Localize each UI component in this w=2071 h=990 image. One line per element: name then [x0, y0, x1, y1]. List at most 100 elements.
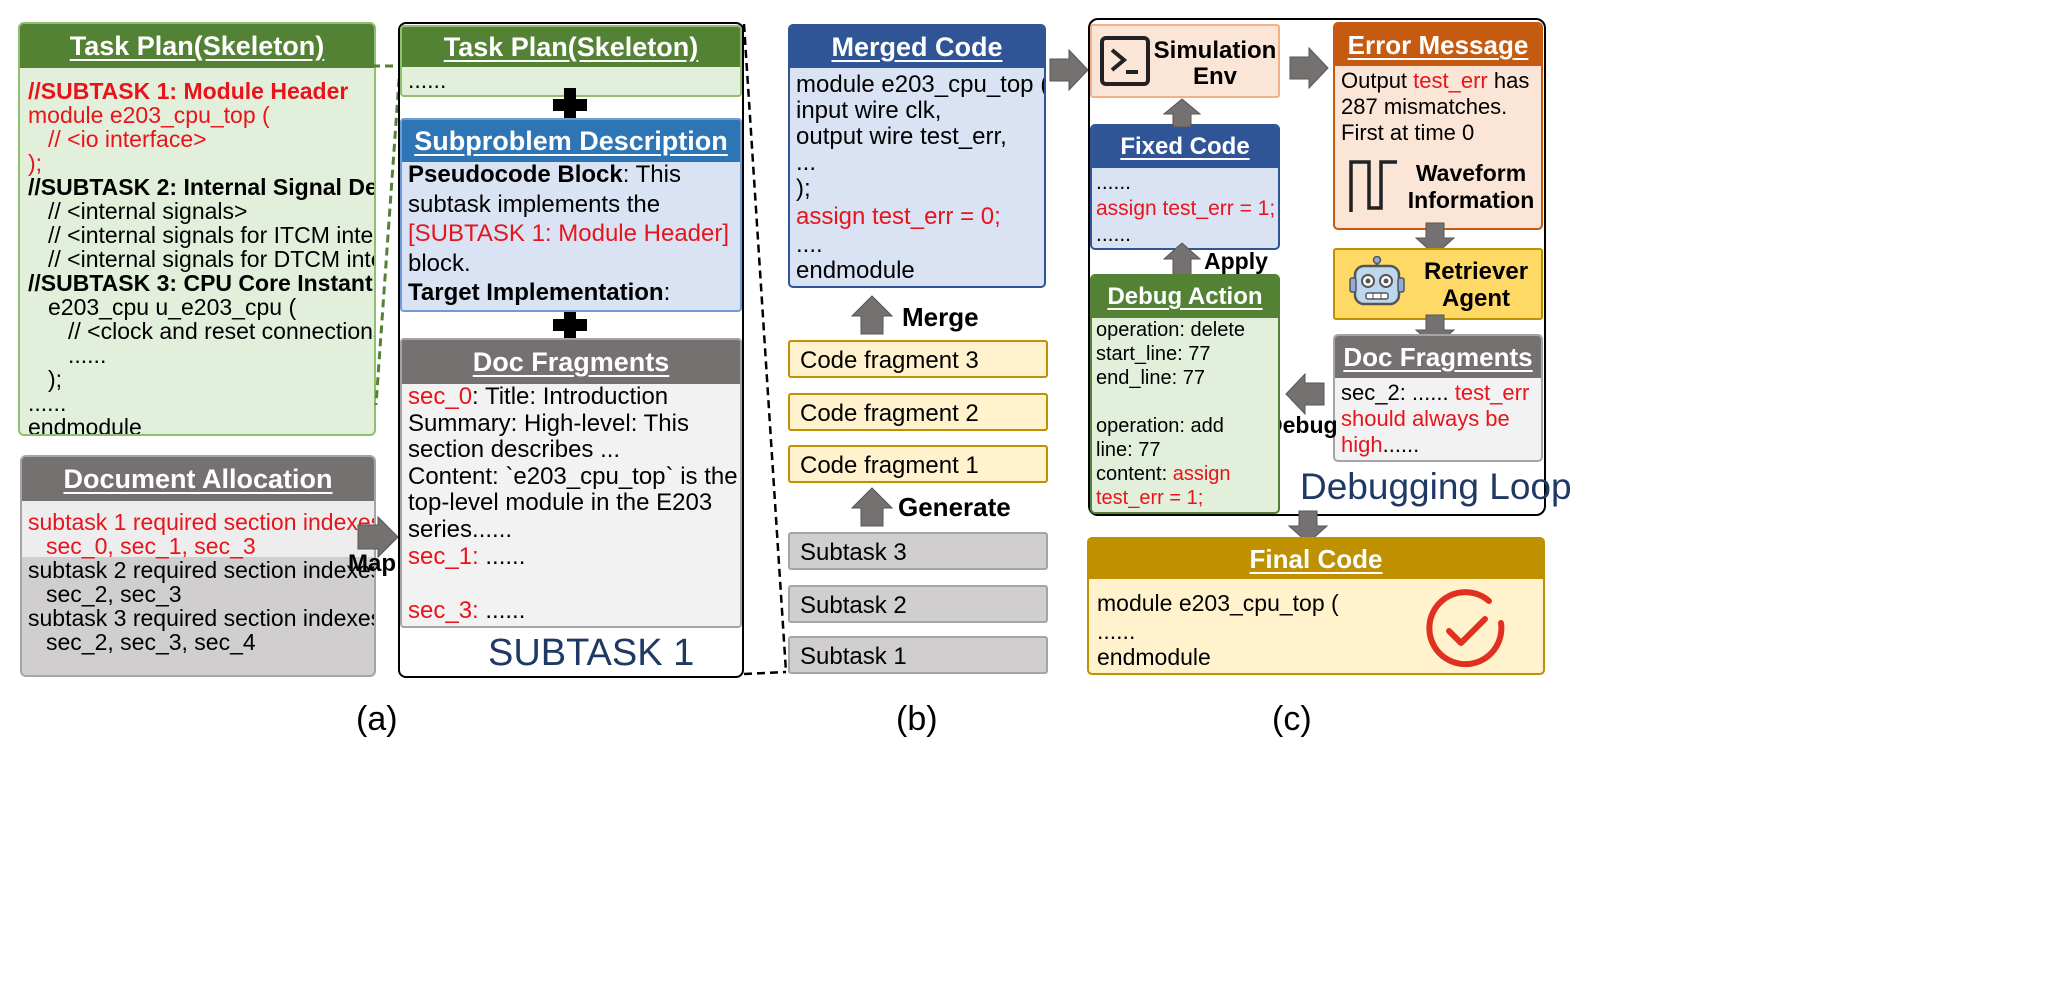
allocation-line: sec_2, sec_3, sec_4: [46, 629, 256, 655]
allocation-line: sec_0, sec_1, sec_3: [46, 533, 256, 559]
debug-line: start_line: 77: [1096, 343, 1211, 365]
merged-line: ....: [796, 231, 823, 258]
skeleton-line: );: [28, 150, 43, 176]
loop-doc-title: Doc Fragments: [1335, 336, 1541, 378]
subproblem-title: Subproblem Description: [402, 120, 740, 162]
skeleton-line: e203_cpu u_e203_cpu (: [48, 294, 297, 320]
error-signal: test_err: [1413, 68, 1488, 93]
debug-line: operation: add: [1096, 415, 1224, 437]
fixed-line: ......: [1096, 223, 1132, 246]
sim-env-box: Simulation Env: [1090, 24, 1280, 98]
sec1-label: sec_1:: [408, 543, 479, 570]
skeleton-line: //SUBTASK 1: Module Header: [28, 78, 349, 104]
subtask-skeleton-box: Task Plan(Skeleton) ......: [400, 25, 742, 97]
skeleton-line: // <io interface>: [48, 126, 207, 152]
content-text: Content: `e203_cpu_top` is the top-level…: [408, 462, 738, 543]
merged-code-title: Merged Code: [790, 26, 1044, 68]
sim-env-line1: Simulation: [1153, 37, 1277, 64]
merged-code-box: Merged Code module e203_cpu_top ( input …: [788, 24, 1046, 288]
subtask-strip-3: Subtask 3: [788, 532, 1048, 570]
error-to-retriever-arrow-icon: [1415, 222, 1455, 256]
debug-line: test_err = 1;: [1096, 487, 1204, 509]
loop-doc-text-a: sec_2: ......: [1341, 380, 1455, 405]
error-text-b: has 287 mismatches. First at time 0: [1341, 68, 1530, 145]
skeleton-line: //SUBTASK 3: CPU Core Instantiation: [28, 270, 374, 296]
robot-icon: [1349, 256, 1405, 306]
skeleton-line: // <internal signals for ITCM interface>: [48, 222, 374, 248]
pseudocode-label: Pseudocode Block: [408, 161, 623, 188]
caption-c: (c): [1272, 700, 1312, 738]
waveform-label: Waveform Information: [1401, 160, 1541, 214]
terminal-icon: [1100, 36, 1150, 86]
subtask-strip-2: Subtask 2: [788, 585, 1048, 623]
to-final-arrow-icon: [1288, 510, 1328, 544]
retriever-line1: Retriever: [1423, 258, 1529, 285]
merged-line: module e203_cpu_top (: [796, 71, 1046, 98]
allocation-line: subtask 1 required section indexes:: [28, 509, 376, 535]
allocation-line: sec_2, sec_3: [46, 581, 182, 607]
loop-doc-red: test_err should always be high: [1341, 380, 1530, 457]
sec3-text: ......: [478, 597, 526, 624]
error-text: Output test_err has 287 mismatches. Firs…: [1341, 68, 1539, 146]
debug-content-label: content:: [1096, 463, 1173, 485]
error-box: Error Message Output test_err has 287 mi…: [1333, 22, 1543, 230]
debug-action-title: Debug Action: [1092, 276, 1278, 318]
merged-line: input wire clk,: [796, 97, 942, 124]
subtask-strip-1: Subtask 1: [788, 636, 1048, 674]
debug-line: content: assign: [1096, 462, 1231, 486]
skeleton-line: // <internal signals>: [48, 198, 248, 224]
to-error-arrow-icon: [1289, 46, 1329, 90]
plus-icon: [553, 88, 587, 122]
debug-action-box: Debug Action operation: delete start_lin…: [1090, 274, 1280, 514]
sim-env-line2: Env: [1192, 63, 1237, 90]
error-title: Error Message: [1335, 24, 1541, 66]
skeleton-line: ......: [28, 390, 67, 416]
skeleton-line: );: [48, 366, 63, 392]
final-line: module e203_cpu_top (: [1097, 590, 1339, 616]
subproblem-box: Subproblem Description Pseudocode Block:…: [400, 118, 742, 312]
allocation-box: Document Allocation subtask 1 required s…: [20, 455, 376, 677]
fixed-to-sim-arrow-icon: [1163, 98, 1201, 128]
sec0-label: sec_0: [408, 383, 473, 410]
target-text: : Define the complete module header.....…: [408, 279, 707, 310]
debug-line: operation: delete: [1096, 319, 1246, 341]
pseudocode-text-end: block.: [408, 249, 471, 277]
allocation-title: Document Allocation: [22, 457, 374, 501]
dashed-connector-green: [372, 64, 402, 406]
pseudocode-text: : This subtask implements the: [408, 161, 681, 218]
summary-text: Summary: High-level: This section descri…: [408, 409, 689, 463]
map-arrow-icon: [357, 515, 399, 559]
to-sim-arrow-icon: [1049, 48, 1089, 92]
subproblem-text: Pseudocode Block: This subtask implement…: [408, 160, 734, 310]
sec1-line: sec_1: ......: [408, 542, 525, 572]
subtask-doc-title: Doc Fragments: [402, 340, 740, 384]
waveform-icon: [1349, 160, 1397, 212]
generate-label: Generate: [898, 492, 1011, 522]
skeleton-line: module e203_cpu_top (: [28, 102, 270, 128]
debug-arrow-icon: [1285, 372, 1325, 416]
fixed-line: assign test_err = 1;: [1096, 197, 1276, 220]
fixed-code-box: Fixed Code ...... assign test_err = 1; .…: [1090, 124, 1280, 250]
dashed-connector-black: [742, 23, 788, 676]
error-text-a: Output: [1341, 68, 1414, 93]
plus-icon: [553, 308, 587, 342]
final-code-title: Final Code: [1089, 539, 1543, 579]
sec1-text: ......: [478, 543, 526, 570]
apply-label: Apply: [1204, 248, 1268, 274]
skeleton-line: // <clock and reset connections>: [68, 318, 376, 344]
merged-line: ...: [796, 149, 817, 176]
target-label: Target Implementation: [408, 279, 664, 306]
sec0-text: : Title: Introduction: [472, 383, 669, 410]
skeleton-line: //SUBTASK 2: Internal Signal Declaration…: [28, 174, 374, 200]
subtask-skeleton-title: Task Plan(Skeleton): [402, 27, 740, 67]
generate-arrow-icon: [850, 487, 894, 527]
caption-b: (b): [896, 700, 938, 738]
debug-content-value: assign: [1172, 463, 1231, 485]
subtask-caption: SUBTASK 1: [488, 632, 695, 674]
waveform-line2: Information: [1407, 187, 1535, 213]
merged-line: );: [796, 175, 811, 202]
allocation-line: subtask 3 required section indexes :: [28, 605, 376, 631]
loop-doc-text: sec_2: ...... test_err should always be …: [1341, 380, 1539, 458]
retriever-box: Retriever Agent: [1333, 248, 1543, 320]
fixed-code-title: Fixed Code: [1092, 126, 1278, 168]
